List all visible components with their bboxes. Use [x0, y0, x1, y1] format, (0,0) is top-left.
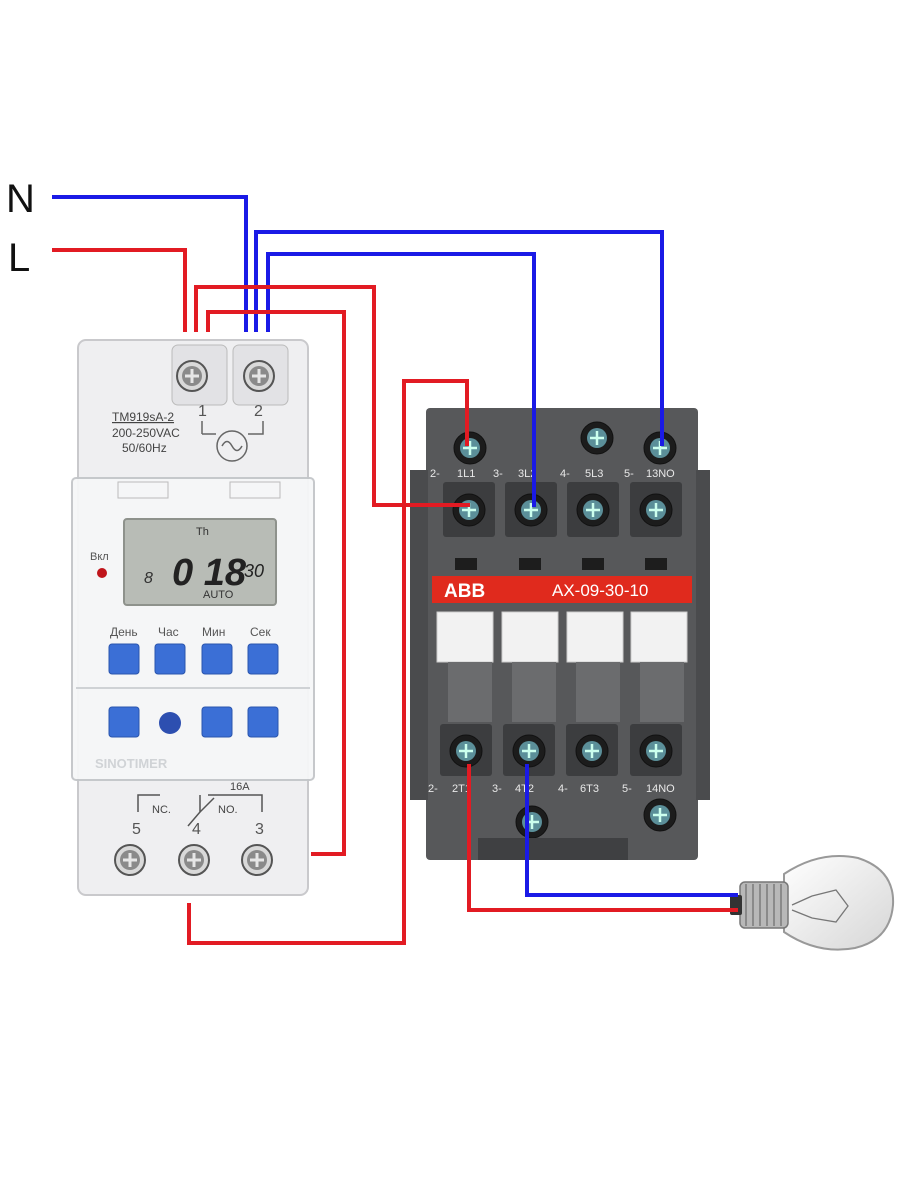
live-wire-timer-out [206, 310, 346, 856]
live-label: L [8, 236, 30, 280]
screw-terminal-icon [575, 492, 611, 528]
second-button[interactable] [247, 643, 279, 675]
neutral-wire-coil [266, 252, 536, 507]
screw-terminal-icon [175, 359, 209, 393]
timer-model: TM919sA-2 [112, 410, 174, 424]
contactor-brand: ABB [444, 581, 485, 602]
button-label-day: День [110, 625, 138, 639]
screw-terminal-icon [511, 733, 547, 769]
screw-terminal-icon [448, 733, 484, 769]
contactor-model: AX-09-30-10 [552, 581, 648, 600]
timer-terminal-2: 2 [254, 403, 263, 420]
bottom-label-4t2: 4T2 [515, 783, 534, 795]
lcd-top-mark: Th [196, 526, 209, 538]
bottom-prefix-4: 5- [622, 783, 632, 795]
lcd-time: 0 18 [172, 552, 247, 594]
lcd-seconds: 30 [244, 561, 264, 581]
bottom-prefix-1: 2- [428, 783, 438, 795]
bottom-label-6t3: 6T3 [580, 783, 599, 795]
screw-terminal-icon [574, 733, 610, 769]
top-label-5l3: 5L3 [585, 468, 603, 480]
screw-terminal-icon [113, 843, 147, 877]
neutral-wire-13no [254, 230, 664, 446]
timer-no-label: NO. [218, 804, 238, 816]
screw-terminal-icon [242, 359, 276, 393]
timer-terminal-1: 1 [198, 403, 207, 420]
neutral-label: N [6, 177, 35, 221]
live-wire-1l1 [187, 379, 469, 945]
button-label-hour: Час [158, 625, 179, 639]
top-prefix-1: 2- [430, 468, 440, 480]
top-label-3l2: 3L2 [518, 468, 536, 480]
bottom-prefix-3: 4- [558, 783, 568, 795]
bottom-prefix-2: 3- [492, 783, 502, 795]
screw-terminal-icon [638, 492, 674, 528]
screw-terminal-icon [579, 420, 615, 456]
hour-button[interactable] [154, 643, 186, 675]
screw-terminal-icon [514, 804, 550, 840]
ac-sine-icon [201, 421, 264, 462]
clock-button[interactable] [201, 706, 233, 738]
contactor-label-band [432, 576, 692, 603]
screw-terminal-icon [452, 430, 488, 466]
indicator-label: Вкл [90, 551, 109, 563]
timer-device: 1 2 TM919sA-2 200-250VAC 50/60Hz Th 8 0 … [71, 339, 315, 896]
light-bulb-icon [730, 855, 895, 951]
manual-button[interactable] [247, 706, 279, 738]
live-wires [52, 248, 738, 945]
button-label-sec: Сек [250, 625, 271, 639]
top-label-13no: 13NO [646, 468, 675, 480]
top-prefix-3: 4- [560, 468, 570, 480]
screw-terminal-icon [638, 733, 674, 769]
reset-button[interactable] [159, 712, 181, 734]
screw-terminal-icon [513, 492, 549, 528]
neutral-wire-lamp [525, 764, 738, 897]
timer-frequency: 50/60Hz [122, 441, 167, 455]
day-button[interactable] [108, 643, 140, 675]
program-button[interactable] [108, 706, 140, 738]
top-prefix-2: 3- [493, 468, 503, 480]
screw-terminal-icon [177, 843, 211, 877]
timer-brand: SINOTIMER [95, 756, 168, 771]
top-label-1l1: 1L1 [457, 468, 475, 480]
live-wire-lamp [467, 764, 738, 912]
contactor-device: 2- 1L1 3- 3L2 4- 5L3 5- 13NO ABB AX-09-3… [410, 408, 710, 860]
live-wire-main [52, 248, 187, 332]
screw-terminal-icon [240, 843, 274, 877]
button-label-min: Мин [202, 625, 225, 639]
top-prefix-4: 5- [624, 468, 634, 480]
no-contact-icon [199, 794, 263, 813]
timer-voltage: 200-250VAC [112, 426, 180, 440]
bottom-label-2t1: 2T1 [452, 783, 471, 795]
screw-terminal-icon [642, 797, 678, 833]
lcd-mode: AUTO [203, 589, 234, 601]
bottom-label-14no: 14NO [646, 783, 675, 795]
minute-button[interactable] [201, 643, 233, 675]
timer-rating: 16A [230, 781, 250, 793]
timer-terminal-5: 5 [132, 821, 141, 838]
timer-nc-label: NC. [152, 804, 171, 816]
indicator-led [97, 568, 107, 578]
lcd-day: 8 [144, 570, 153, 587]
timer-terminal-4: 4 [192, 821, 201, 838]
screw-terminal-icon [451, 492, 487, 528]
timer-terminal-3: 3 [255, 821, 264, 838]
